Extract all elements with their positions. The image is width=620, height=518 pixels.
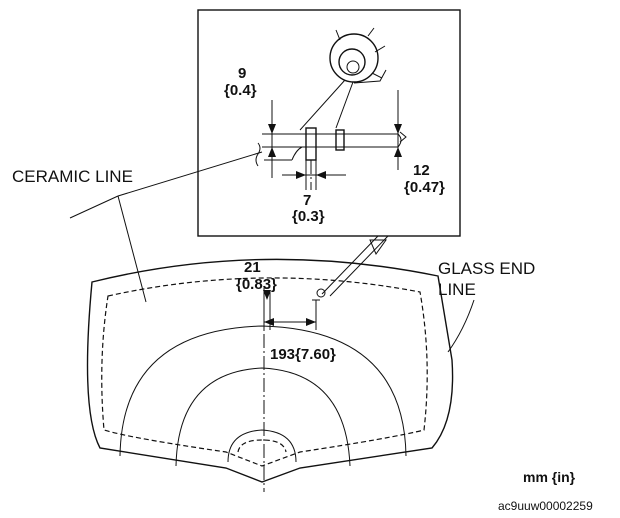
mount-marker xyxy=(316,288,326,298)
glass-outline xyxy=(86,258,454,483)
units-label: mm {in} xyxy=(523,469,576,485)
dim-12-mm: 12 xyxy=(413,162,430,179)
mount-leader xyxy=(299,79,354,131)
stud-outline xyxy=(305,127,317,161)
dim-21-mm: 21 xyxy=(244,259,261,276)
inset-frame xyxy=(197,9,461,237)
glass-end-line-label-2: LINE xyxy=(438,280,476,299)
clip-outline xyxy=(335,129,345,151)
ceramic-line-label: CERAMIC LINE xyxy=(12,167,133,186)
dim-7 xyxy=(282,171,346,179)
dim-193-label: 193{7.60} xyxy=(270,346,336,363)
ceramic-dashed-line xyxy=(101,277,428,467)
dim-21: 21 {0.83} xyxy=(236,259,277,330)
dim-12 xyxy=(394,90,402,170)
dim-9-in: {0.4} xyxy=(224,82,257,99)
dim-7-mm: 7 xyxy=(303,192,311,209)
dim-9 xyxy=(262,100,290,178)
glass-end-line-leader xyxy=(447,299,475,353)
windshield xyxy=(86,258,454,492)
dim-12-in: {0.47} xyxy=(404,179,445,196)
wiper-arc-inner xyxy=(227,429,297,463)
wiper-arc-middle xyxy=(175,367,351,467)
dim-193: 193{7.60} xyxy=(264,310,336,363)
inset-glass-lines xyxy=(262,133,398,161)
glass-end-line-label-1: GLASS END xyxy=(438,259,535,278)
dim-21-in: {0.83} xyxy=(236,276,277,293)
figure-code: ac9uuw00002259 xyxy=(498,499,593,513)
callout-lines xyxy=(321,235,389,297)
detail-inset: 9 {0.4} 7 {0.3} 12 {0.47} xyxy=(197,9,461,237)
ceramic-line-leaders xyxy=(69,151,263,303)
wiper-arc-outer xyxy=(119,325,407,457)
dim-9-mm: 9 xyxy=(238,65,246,82)
dim-7-in: {0.3} xyxy=(292,208,325,225)
mirror-mount xyxy=(329,27,387,84)
